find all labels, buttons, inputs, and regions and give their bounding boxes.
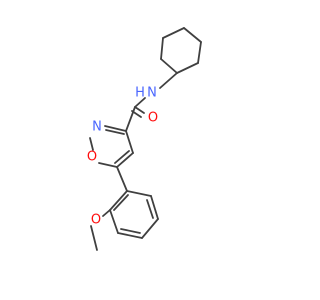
structure-canvas: N H O N O O — [87, 27, 202, 251]
bond — [105, 129, 125, 135]
bond — [114, 150, 130, 164]
atom-label-o-ring: O — [87, 150, 97, 165]
bond — [126, 190, 152, 197]
bond — [183, 27, 202, 43]
bond — [113, 194, 129, 211]
bond — [104, 125, 127, 132]
isoxazole-ring — [89, 125, 134, 168]
atom-label-n-ring: N — [92, 120, 102, 135]
bond — [116, 166, 128, 192]
atom-label-h-amide: H — [135, 86, 145, 101]
atom-label-o-carbonyl: O — [148, 111, 158, 126]
bond — [141, 218, 159, 239]
bond — [120, 228, 141, 234]
bond — [160, 58, 178, 74]
bond — [134, 106, 145, 114]
cyclohexyl-ring — [160, 27, 202, 74]
bond — [159, 72, 178, 89]
atom-label-n-amide: N — [147, 86, 157, 101]
benzene-ring — [109, 190, 159, 239]
bond — [146, 199, 154, 219]
bond — [109, 190, 128, 211]
bond — [162, 27, 185, 39]
bond — [109, 209, 119, 234]
bond — [102, 209, 111, 217]
atom-label-o-methoxy: O — [91, 213, 101, 228]
bond — [117, 232, 143, 239]
bond — [89, 137, 94, 151]
bond — [90, 225, 98, 251]
molecule-structure: N H O N O O — [87, 27, 202, 251]
bond — [176, 62, 199, 74]
bond — [150, 195, 159, 220]
bond — [125, 130, 134, 154]
bond — [134, 97, 146, 108]
bond — [116, 152, 134, 168]
bond — [125, 106, 136, 132]
bond — [160, 37, 164, 60]
bond — [98, 162, 118, 168]
bond — [197, 41, 202, 64]
